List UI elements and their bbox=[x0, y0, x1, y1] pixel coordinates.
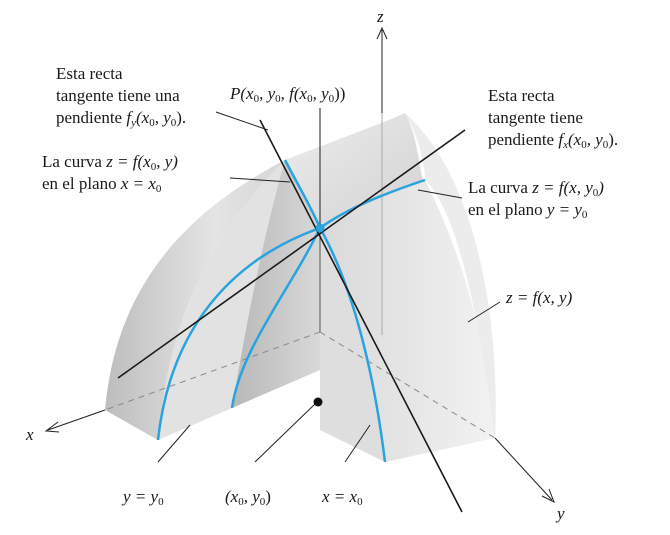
axis-y-label: y bbox=[555, 504, 565, 523]
leader-plane-x0 bbox=[344, 424, 371, 463]
leader-tangent-fy bbox=[215, 111, 269, 131]
label-curve-x0-line1: La curva z = f(x0, y) bbox=[42, 152, 178, 173]
surface-left-face bbox=[105, 160, 285, 440]
surface-front-right bbox=[320, 228, 385, 462]
surface-front-left bbox=[158, 160, 285, 440]
tangent-line-fy bbox=[259, 119, 463, 513]
leader-point-base bbox=[254, 403, 316, 463]
axis-y bbox=[494, 437, 553, 501]
axis-z-label: z bbox=[376, 7, 384, 26]
surface-far-top bbox=[405, 113, 496, 438]
axis-z-arrowhead bbox=[376, 26, 388, 40]
label-point-P: P(x0, y0, f(x0, y0)) bbox=[230, 84, 346, 105]
label-curve-y0-line1: La curva z = f(x, y0) bbox=[468, 178, 604, 199]
curve-plane-x0 bbox=[230, 159, 322, 409]
axis-y-hidden bbox=[319, 331, 496, 439]
label-tangent-fx-line1: Esta recta bbox=[488, 86, 555, 105]
leader-surface bbox=[467, 301, 501, 323]
curve-plane-y0-right bbox=[319, 178, 426, 230]
label-tangent-fy-line1: Esta recta bbox=[56, 64, 123, 83]
leader-curve-y0 bbox=[417, 189, 463, 199]
label-tangent-fx-line2: tangente tiene bbox=[488, 108, 583, 127]
label-plane-x0: x = x0 bbox=[322, 487, 363, 508]
label-tangent-fy-line2: tangente tiene una bbox=[56, 86, 180, 105]
tangent-line-fx bbox=[117, 129, 466, 379]
axis-x-hidden bbox=[104, 331, 321, 411]
label-tangent-fy-line3: pendiente fy(x0, y0). bbox=[56, 108, 187, 129]
label-curve-x0-line2: en el plano x = x0 bbox=[42, 174, 162, 195]
axis-y-arrowhead bbox=[541, 488, 555, 504]
label-surface: z = f(x, y) bbox=[506, 288, 573, 307]
label-plane-y0: y = y0 bbox=[123, 487, 164, 508]
label-curve-y0-line2: en el plano y = y0 bbox=[468, 200, 588, 221]
point-P bbox=[315, 223, 325, 233]
leader-plane-y0 bbox=[157, 424, 191, 463]
curve-plane-y0-left bbox=[156, 226, 321, 441]
leader-curve-x0 bbox=[229, 177, 291, 183]
curve-plane-x0-upper bbox=[318, 227, 387, 463]
axis-x bbox=[47, 409, 106, 431]
axis-x-arrowhead bbox=[44, 421, 60, 433]
label-tangent-fx-line3: pendiente fx(x0, y0). bbox=[488, 130, 619, 151]
point-base bbox=[313, 397, 323, 407]
axis-x-label: x bbox=[25, 425, 34, 444]
surface-right-face bbox=[320, 180, 495, 462]
label-point-base: (x0, y0) bbox=[225, 487, 271, 508]
